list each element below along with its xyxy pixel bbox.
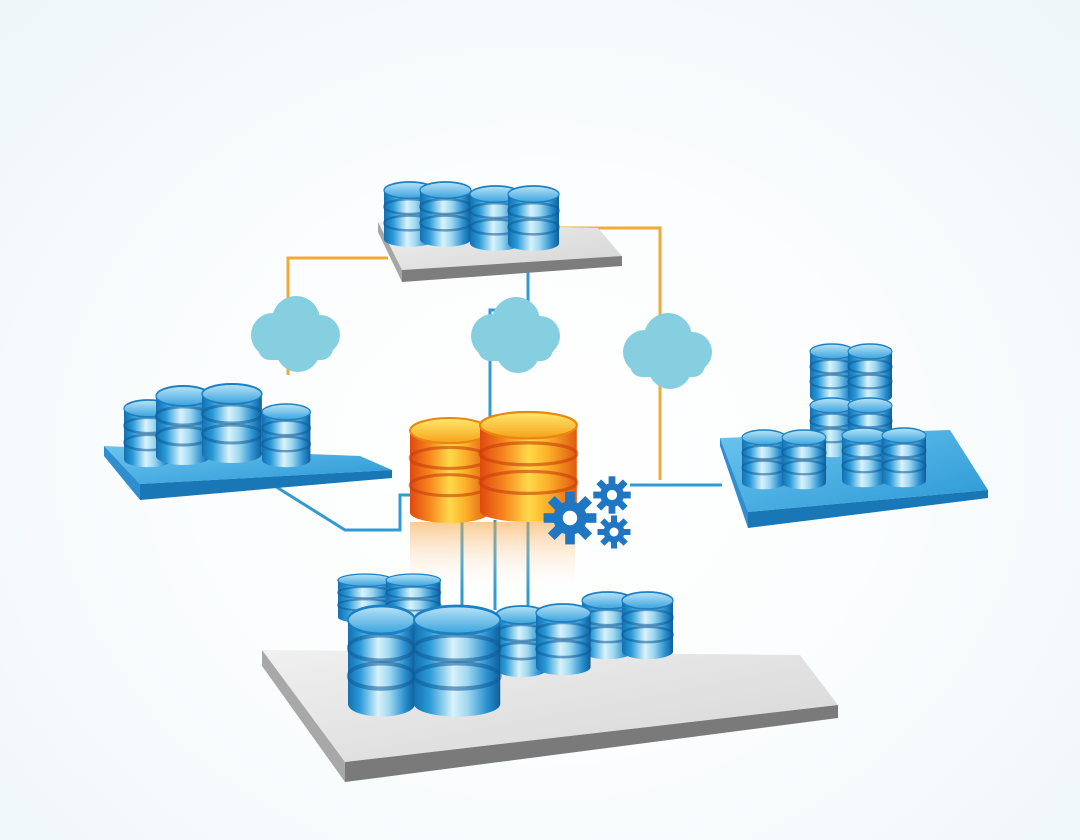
bottom-server-group: [262, 573, 838, 782]
cloud-right: [623, 313, 712, 389]
bottom-platform: [262, 650, 838, 782]
left-server-group: [104, 382, 392, 500]
gear-icon: [543, 491, 597, 545]
right-server-group: [720, 342, 988, 528]
connector-left-center: [269, 481, 420, 532]
gear-icon: [597, 515, 631, 549]
cloud-left: [251, 296, 340, 372]
cloud-center: [471, 297, 560, 373]
gear-icon: [593, 476, 631, 514]
top-server-group: [378, 180, 622, 282]
